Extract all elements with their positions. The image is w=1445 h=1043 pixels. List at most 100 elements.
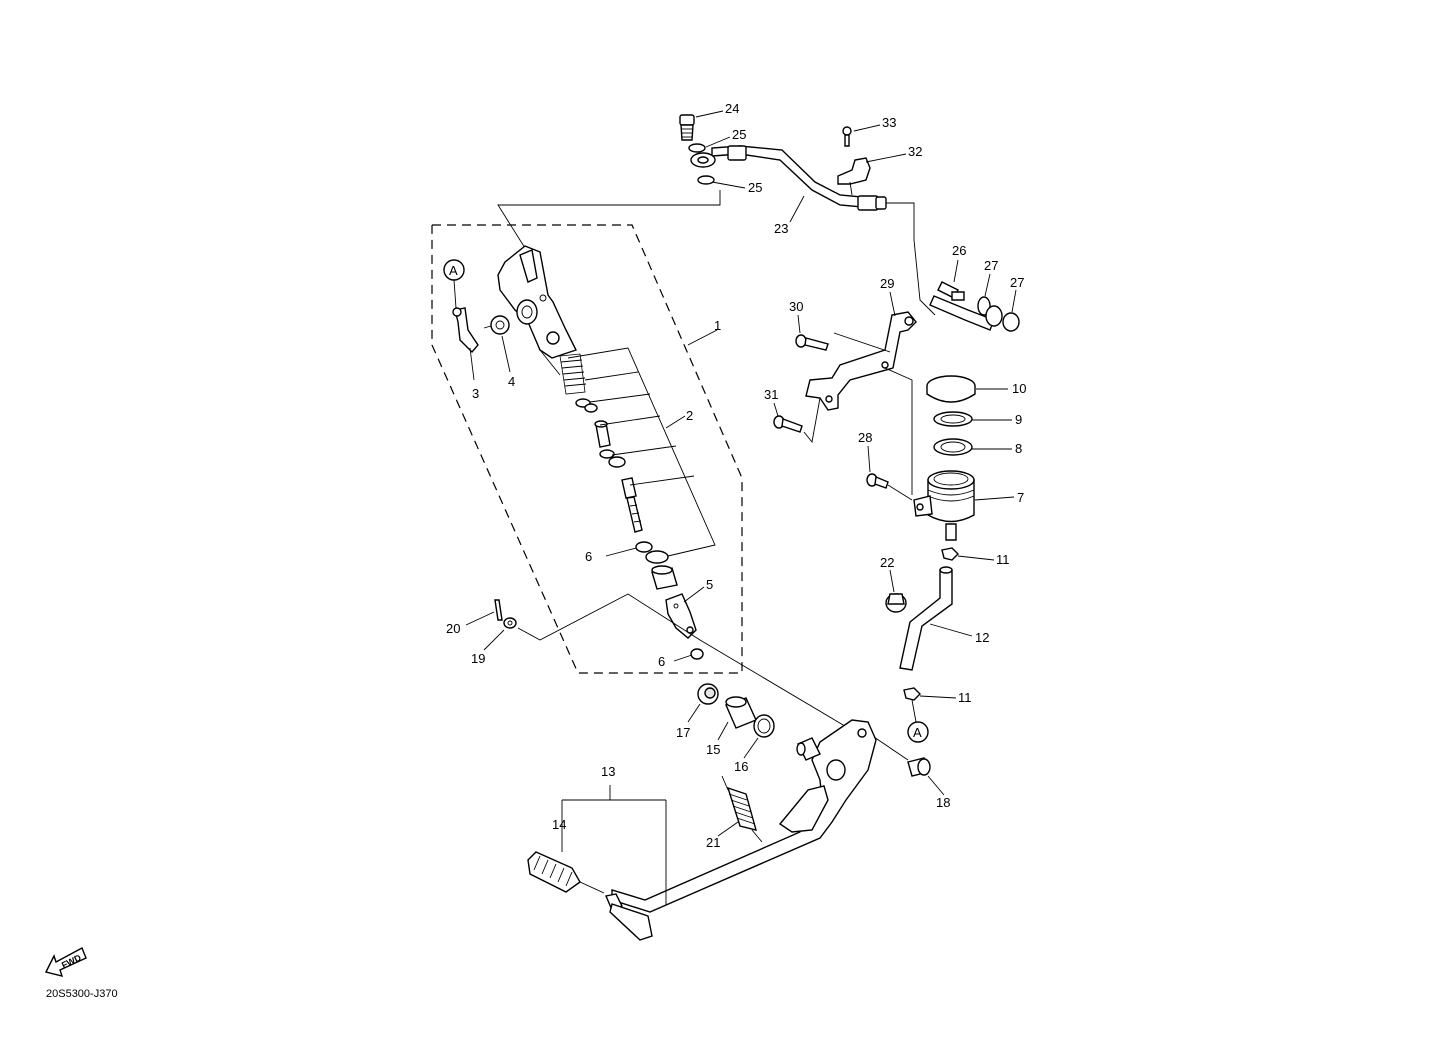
callout-32: 32 bbox=[908, 144, 922, 159]
callout-18: 18 bbox=[936, 795, 950, 810]
boot-washer bbox=[645, 550, 669, 564]
callout-9: 9 bbox=[1015, 412, 1022, 427]
screw-33 bbox=[842, 126, 852, 147]
callout-13: 13 bbox=[601, 764, 615, 779]
callout-7: 7 bbox=[1017, 490, 1024, 505]
forward-direction-arrow-icon: FWD bbox=[44, 947, 87, 977]
callout-25-upper: 25 bbox=[732, 127, 746, 142]
cup-secondary bbox=[599, 449, 615, 459]
locknut-6-lower bbox=[690, 648, 704, 660]
callout-5: 5 bbox=[706, 577, 713, 592]
reservoir-cap-10 bbox=[926, 375, 976, 403]
callout-8: 8 bbox=[1015, 441, 1022, 456]
pivot-shaft bbox=[796, 737, 821, 761]
copper-washer-27-b bbox=[1002, 312, 1020, 332]
grommet-4 bbox=[483, 315, 510, 335]
bolt-30 bbox=[795, 334, 829, 351]
pivot-bolt-18 bbox=[907, 757, 931, 777]
callout-11-upper: 11 bbox=[996, 552, 1010, 567]
diaphragm-8 bbox=[933, 438, 973, 456]
reservoir-hose-12 bbox=[899, 566, 953, 671]
hose-leader-to-cylinder bbox=[497, 190, 721, 249]
bracket-leader bbox=[833, 332, 891, 353]
reservoir-bracket-29 bbox=[805, 311, 917, 411]
callout-6-upper: 6 bbox=[585, 549, 592, 564]
hose-joint-3 bbox=[452, 307, 479, 354]
washer-19 bbox=[503, 617, 517, 629]
union-bolt-24 bbox=[679, 114, 695, 141]
callout-33: 33 bbox=[882, 115, 896, 130]
callout-15: 15 bbox=[706, 742, 720, 757]
dust-boot bbox=[651, 565, 678, 590]
callout-12: 12 bbox=[975, 630, 989, 645]
reference-marker-a-upper: A bbox=[443, 259, 465, 309]
hose-clamp-22 bbox=[885, 593, 907, 613]
spring bbox=[559, 353, 587, 395]
callout-4: 4 bbox=[508, 374, 515, 389]
pivot-leader bbox=[873, 736, 909, 761]
bracket-leader-down bbox=[884, 367, 913, 495]
locknut-6-upper bbox=[635, 541, 653, 553]
callout-2-leaders bbox=[584, 371, 695, 486]
callout-21: 21 bbox=[706, 835, 720, 850]
callout-25-lower: 25 bbox=[748, 180, 762, 195]
return-spring-21 bbox=[721, 775, 763, 843]
o-ring-16 bbox=[753, 714, 775, 738]
callout-2: 2 bbox=[686, 408, 693, 423]
callout-22: 22 bbox=[880, 555, 894, 570]
bolt-31-leader bbox=[803, 397, 821, 444]
callout-1: 1 bbox=[714, 318, 721, 333]
callout-26: 26 bbox=[952, 243, 966, 258]
callout-16: 16 bbox=[734, 759, 748, 774]
callout-labels: 24 25 25 33 32 23 26 27 27 29 30 31 10 9… bbox=[446, 101, 1026, 850]
piston bbox=[594, 420, 611, 448]
callout-6-lower: 6 bbox=[658, 654, 665, 669]
brake-pedal-13 bbox=[605, 719, 877, 941]
callout-31: 31 bbox=[764, 387, 778, 402]
reference-marker-a-lower: A bbox=[907, 699, 929, 743]
callout-11-lower: 11 bbox=[958, 690, 972, 705]
callout-17: 17 bbox=[676, 725, 690, 740]
bolt-28-leader bbox=[887, 484, 913, 501]
callout-28: 28 bbox=[858, 430, 872, 445]
footrest-rubber-14 bbox=[527, 851, 581, 893]
hose-clip-11-upper bbox=[941, 547, 959, 561]
callout-13-14-bracket bbox=[561, 785, 667, 905]
callout-29: 29 bbox=[880, 276, 894, 291]
callout-19: 19 bbox=[471, 651, 485, 666]
bolt-28 bbox=[866, 473, 889, 489]
hose-clip-11-lower bbox=[903, 687, 921, 701]
callout-23: 23 bbox=[774, 221, 788, 236]
snap-ring bbox=[608, 456, 626, 468]
hose-clamp-32 bbox=[837, 157, 871, 196]
cotter-pin-20 bbox=[494, 599, 503, 621]
callout-leaders bbox=[465, 110, 1017, 837]
banjo-ring bbox=[985, 305, 1003, 327]
collar-15 bbox=[725, 696, 757, 729]
clevis-5 bbox=[665, 593, 697, 639]
svg-text:A: A bbox=[449, 263, 458, 278]
washer-internal bbox=[584, 403, 598, 413]
callout-27-a: 27 bbox=[984, 258, 998, 273]
reservoir-tank-7 bbox=[913, 470, 975, 541]
callout-20: 20 bbox=[446, 621, 460, 636]
callout-10: 10 bbox=[1012, 381, 1026, 396]
callout-24: 24 bbox=[725, 101, 739, 116]
brake-hose-23 bbox=[690, 145, 936, 316]
union-bolt-26 bbox=[937, 281, 965, 301]
callout-3: 3 bbox=[472, 386, 479, 401]
svg-text:A: A bbox=[913, 725, 922, 740]
bushing-17 bbox=[697, 683, 719, 705]
callout-14: 14 bbox=[552, 817, 566, 832]
copper-washer-25-upper bbox=[688, 143, 706, 153]
assembly-boundary-dashed bbox=[431, 224, 743, 674]
diagram-code: 20S5300-J370 bbox=[46, 988, 118, 1000]
pin-leader bbox=[517, 593, 861, 736]
master-cylinder-body bbox=[497, 245, 577, 376]
diaphragm-plate-9 bbox=[933, 411, 973, 427]
callout-30: 30 bbox=[789, 299, 803, 314]
callout-27-b: 27 bbox=[1010, 275, 1024, 290]
bolt-31 bbox=[773, 415, 803, 433]
